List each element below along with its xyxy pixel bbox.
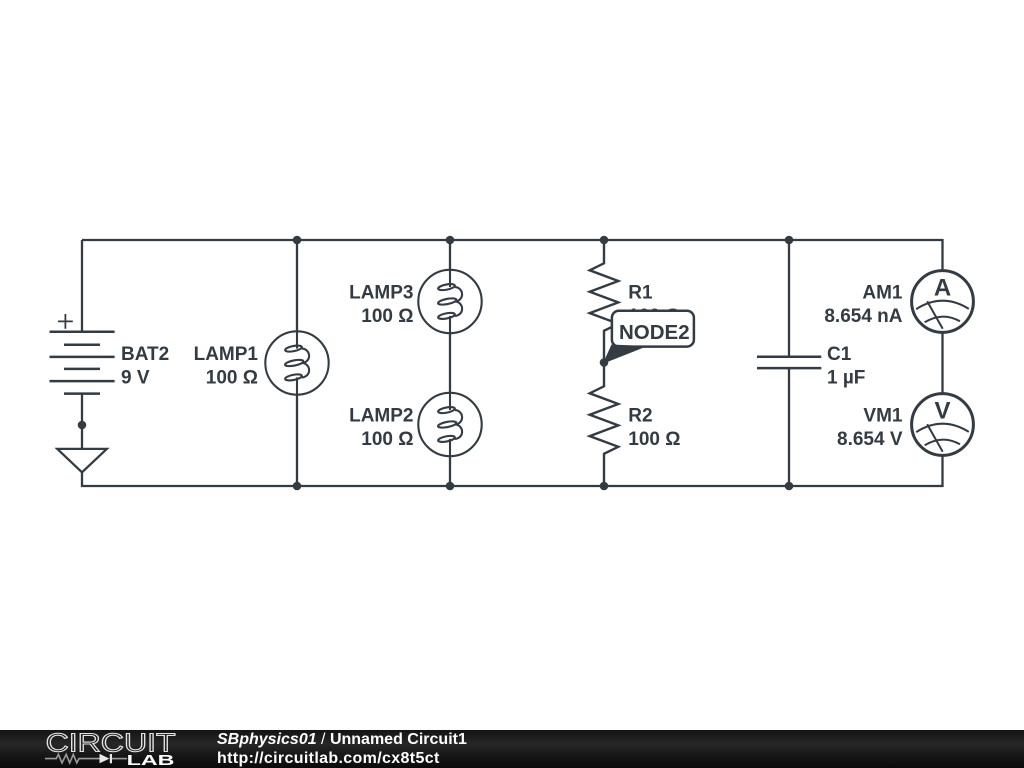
svg-text:R2: R2: [628, 406, 652, 427]
svg-text:LAMP2: LAMP2: [349, 406, 413, 427]
svg-text:AM1: AM1: [862, 283, 903, 304]
svg-text:LAMP1: LAMP1: [194, 344, 259, 365]
svg-text:C1: C1: [827, 344, 852, 365]
svg-text:VM1: VM1: [863, 406, 903, 427]
svg-text:LAB: LAB: [127, 752, 175, 768]
svg-text:BAT2: BAT2: [121, 344, 169, 365]
svg-text:V: V: [934, 398, 950, 425]
svg-text:100 Ω: 100 Ω: [361, 429, 413, 450]
svg-text:100 Ω: 100 Ω: [206, 367, 258, 388]
svg-text:9 V: 9 V: [121, 367, 150, 388]
svg-text:A: A: [934, 275, 951, 302]
svg-text:CIRCUIT: CIRCUIT: [46, 730, 176, 757]
svg-text:1 µF: 1 µF: [827, 367, 865, 388]
svg-text:100 Ω: 100 Ω: [361, 306, 413, 327]
svg-text:100 Ω: 100 Ω: [628, 429, 680, 450]
svg-text:LAMP3: LAMP3: [349, 283, 413, 304]
svg-text:NODE2: NODE2: [619, 321, 690, 344]
svg-text:R1: R1: [628, 283, 653, 304]
svg-text:8.654 V: 8.654 V: [837, 429, 903, 450]
svg-text:8.654 nA: 8.654 nA: [824, 306, 902, 327]
